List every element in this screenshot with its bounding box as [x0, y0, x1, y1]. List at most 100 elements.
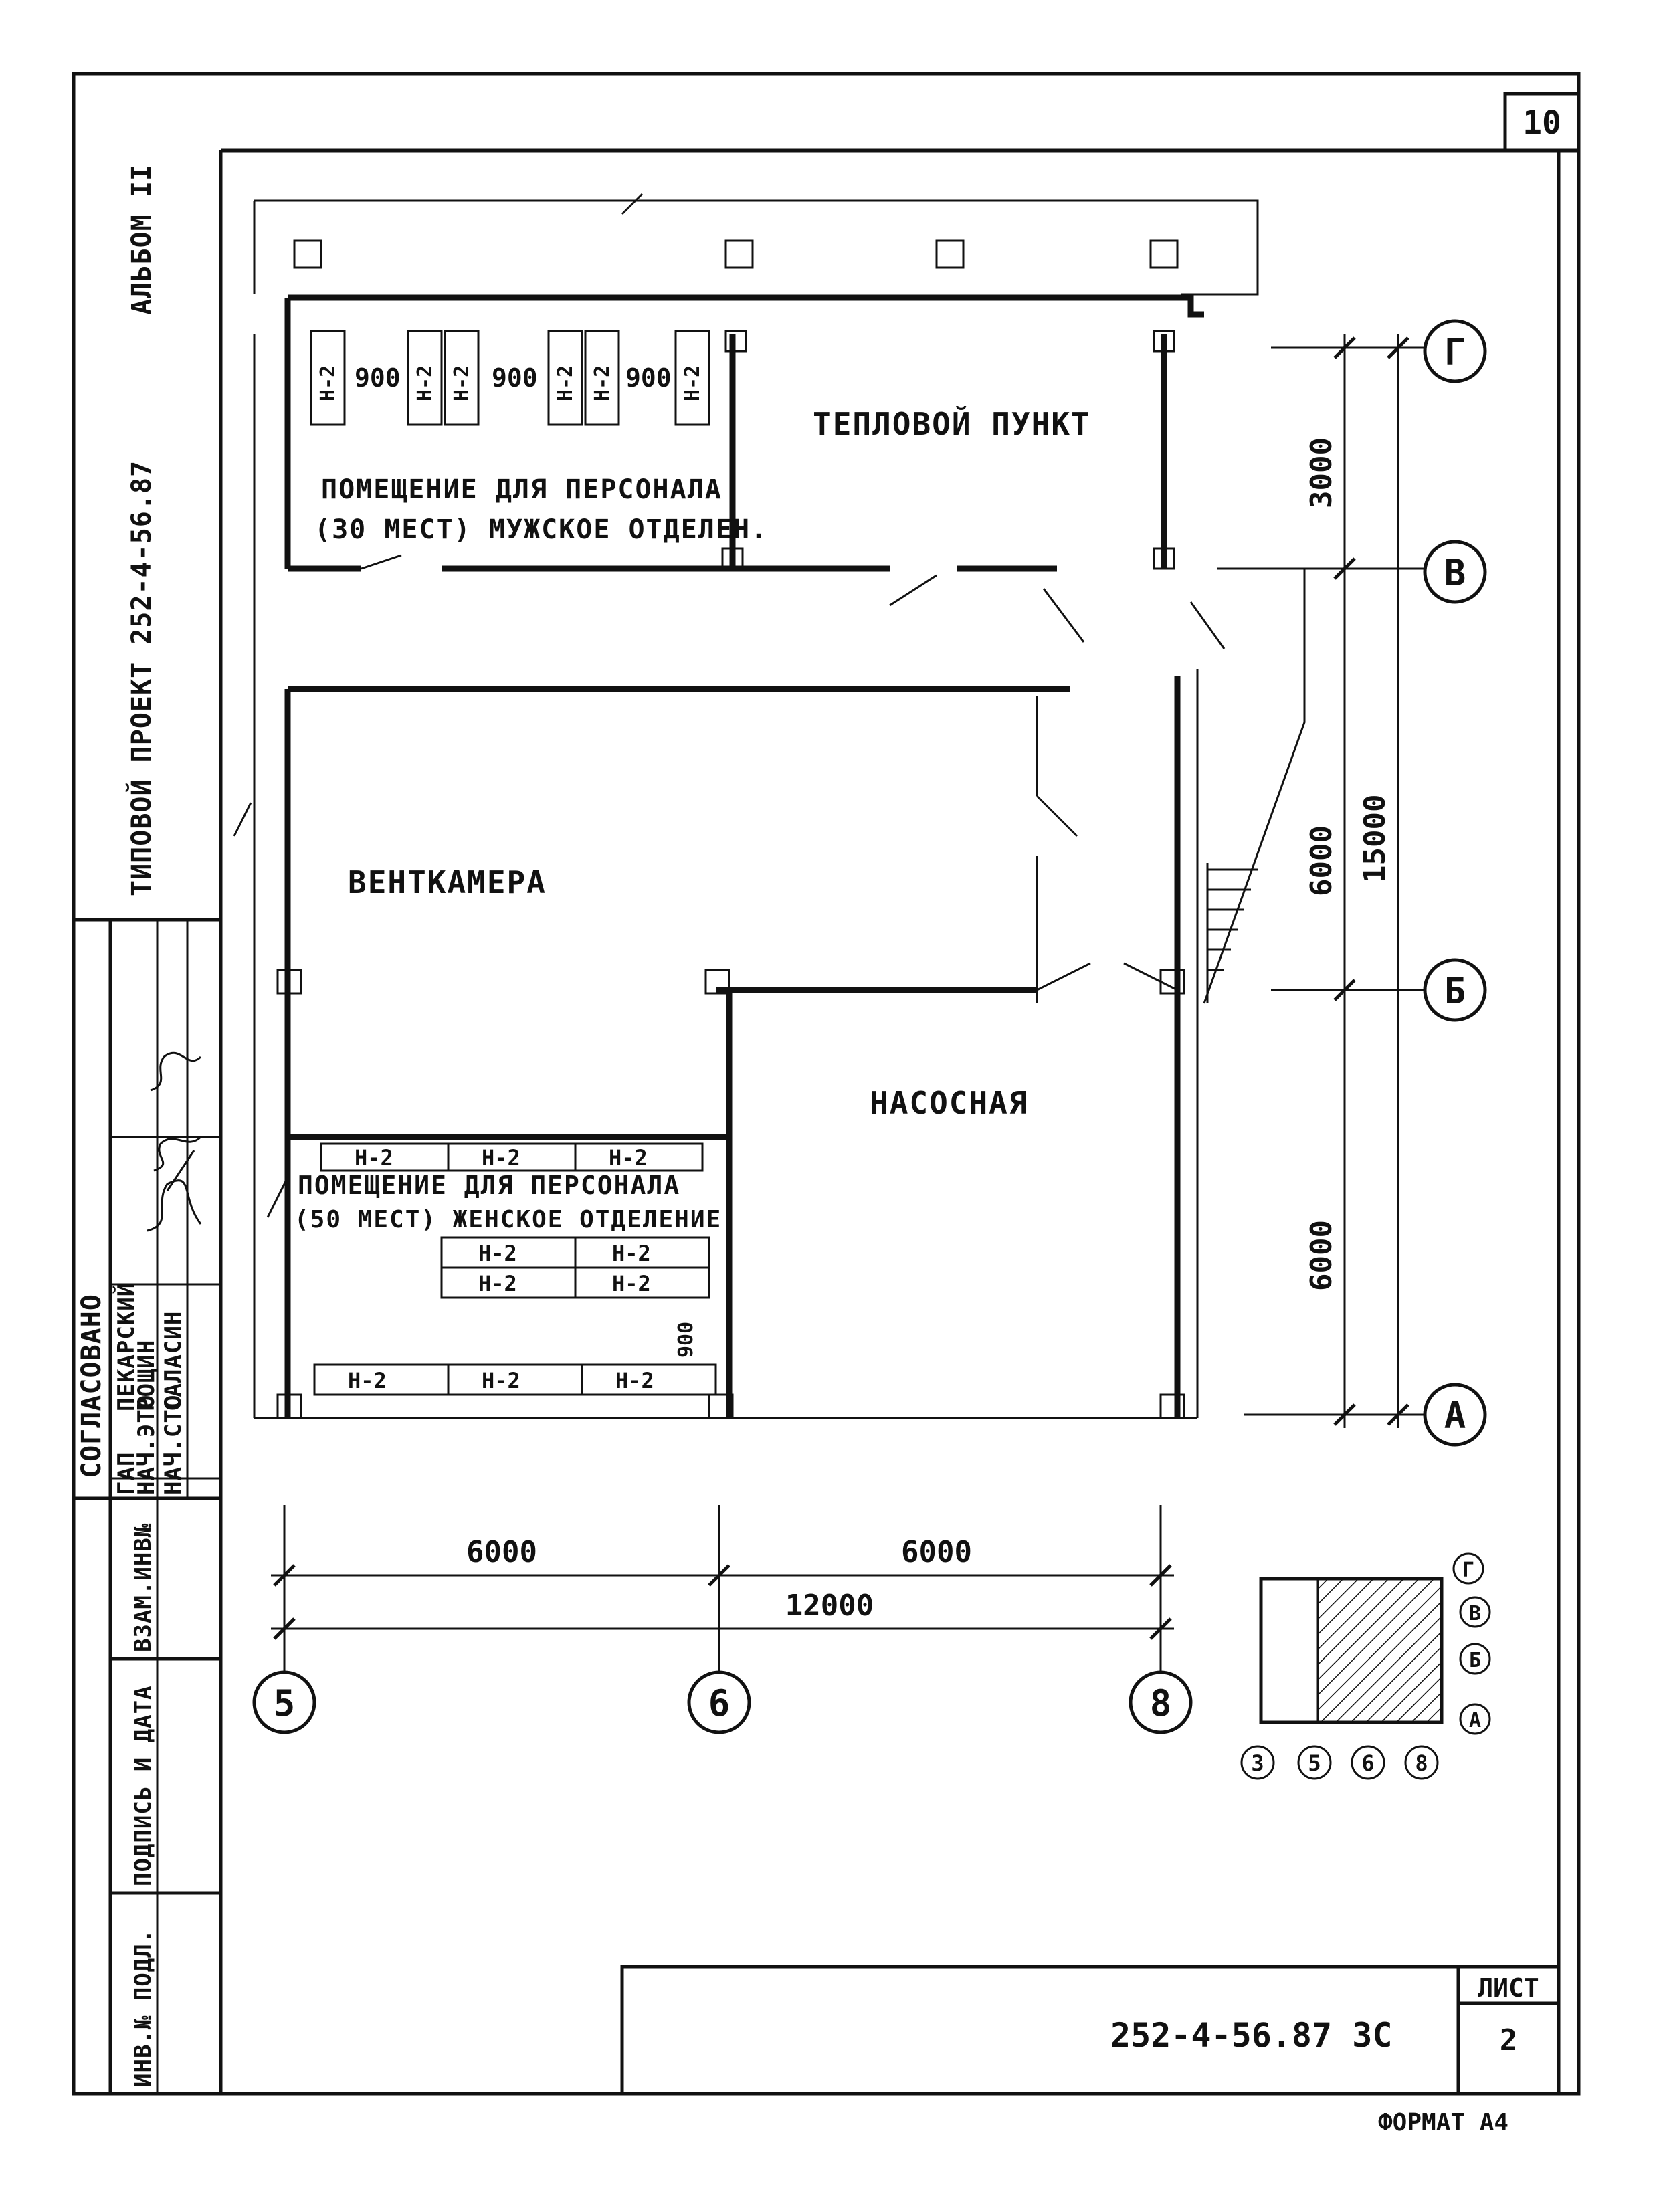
- equipment-cabinet: [310, 330, 346, 426]
- key-col-label: 8: [1415, 1750, 1428, 1776]
- key-col-label: 3: [1251, 1750, 1264, 1776]
- equipment-cabinet: [584, 330, 620, 426]
- equipment-cabinet: [407, 330, 443, 426]
- key-axis-bubble: [1459, 1643, 1491, 1675]
- equipment-label: Н-2: [316, 365, 340, 401]
- room-label-men-2: (30 МЕСТ) МУЖСКОЕ ОТДЕЛЕН.: [314, 514, 768, 545]
- column: [704, 969, 730, 995]
- axis-bubble-row: [1423, 1383, 1487, 1447]
- men-equipment-group: Н-2 Н-2 Н-2 Н-2 Н-2 Н-2 900 900 900: [310, 330, 710, 426]
- axis-bubble-row: [1423, 958, 1487, 1022]
- column: [1159, 969, 1185, 995]
- equipment-label: Н-2: [482, 1145, 520, 1171]
- key-axis-bubble: [1459, 1703, 1491, 1735]
- gap-dimension: 900: [674, 1322, 698, 1358]
- room-label-men-1: ПОМЕЩЕНИЕ ДЛЯ ПЕРСОНАЛА: [321, 474, 722, 505]
- column: [1153, 547, 1175, 570]
- equipment-cabinet: [674, 330, 710, 426]
- door-swing: [1036, 795, 1078, 837]
- key-row-label: В: [1469, 1602, 1481, 1625]
- key-axis-bubble: [1404, 1745, 1439, 1780]
- equipment-cabinet: [444, 330, 480, 426]
- equipment-cabinet: [547, 330, 583, 426]
- album-label: АЛЬБОМ II: [126, 164, 157, 315]
- dim-bottom-right: 6000: [901, 1535, 972, 1569]
- dim-right-total: 15000: [1358, 795, 1392, 883]
- approval-role: НАЧ.СТО: [160, 1395, 187, 1495]
- dim-tick: [273, 1617, 296, 1640]
- axis-label-row: В: [1444, 552, 1466, 594]
- axis-label-col: 6: [708, 1682, 730, 1724]
- stair: [1206, 863, 1258, 1003]
- outer-frame: [72, 72, 1581, 2096]
- axis-label-row: Б: [1444, 970, 1466, 1012]
- key-row-label: Г: [1462, 1559, 1474, 1582]
- door-swing: [361, 554, 402, 570]
- existing-wall: [254, 199, 1259, 296]
- approval-title: СОГЛАСОВАНО: [76, 1294, 107, 1478]
- room-label-women-2: (50 МЕСТ) ЖЕНСКОЕ ОТДЕЛЕНИЕ: [294, 1206, 722, 1233]
- break-mark: [233, 802, 252, 837]
- dim-tick: [1387, 1403, 1409, 1426]
- column: [276, 969, 302, 995]
- exterior-wall: [288, 294, 1204, 318]
- room-label-vent: ВЕНТКАМЕРА: [348, 864, 547, 900]
- dim-tick: [1149, 1564, 1172, 1587]
- axis-label-col: 5: [274, 1682, 296, 1724]
- equipment-label: Н-2: [482, 1368, 520, 1393]
- dim-right-bot: 6000: [1304, 1220, 1339, 1291]
- axis-label-row: А: [1444, 1395, 1466, 1437]
- drawing-code: 252-4-56.87 ЗС: [1110, 2016, 1392, 2055]
- gap-dimension: 900: [492, 363, 538, 393]
- equipment-cabinet: [581, 1363, 717, 1396]
- column: [1159, 1393, 1185, 1419]
- women-equipment-group: Н-2 Н-2 Н-2 Н-2 Н-2 Н-2 Н-2 Н-2 Н-2 Н-2 …: [313, 1142, 717, 1396]
- dim-right-top: 3000: [1304, 437, 1339, 508]
- axis-bubble-col: [1129, 1670, 1193, 1734]
- column: [1149, 239, 1179, 269]
- break-mark: [621, 193, 644, 215]
- column: [935, 239, 965, 269]
- signature: [147, 1150, 202, 1232]
- dim-tick: [1149, 1617, 1172, 1640]
- equipment-label: Н-2: [450, 365, 474, 401]
- room-label-heat: ТЕПЛОВОЙ ПУНКТ: [813, 406, 1091, 442]
- stamp-inv: ИНВ.№ ПОДЛ.: [130, 1929, 157, 2087]
- key-axis-bubble: [1351, 1745, 1385, 1780]
- equipment-label: Н-2: [478, 1241, 517, 1266]
- gap-dimension: 900: [625, 363, 672, 393]
- door-swing: [1042, 588, 1085, 643]
- dim-tick: [1333, 1403, 1356, 1426]
- dim-tick: [1333, 979, 1356, 1001]
- room-label-pump: НАСОСНАЯ: [870, 1085, 1029, 1121]
- axis-bubble-col: [687, 1670, 751, 1734]
- dim-tick: [708, 1564, 730, 1587]
- list-number: 2: [1500, 2023, 1518, 2057]
- key-row-label: А: [1469, 1709, 1481, 1732]
- key-plan: Г В Б А 3 5 6 8: [1240, 1552, 1491, 1780]
- signature: [150, 1051, 202, 1092]
- equipment-label: Н-2: [609, 1145, 648, 1171]
- dim-bottom-left: 6000: [466, 1535, 537, 1569]
- format-label: ФОРМАТ А4: [1378, 2109, 1508, 2136]
- door-swing: [1189, 601, 1226, 649]
- key-axis-bubble: [1452, 1552, 1484, 1585]
- approval-name: РОЩИН: [133, 1340, 160, 1411]
- list-label: ЛИСТ: [1478, 1973, 1539, 2003]
- equipment-label: Н-2: [348, 1368, 387, 1393]
- axis-bubble-row: [1423, 319, 1487, 383]
- column: [708, 1393, 734, 1419]
- axis-label-col: 8: [1150, 1682, 1172, 1724]
- equipment-label: Н-2: [413, 365, 437, 401]
- door-swing: [266, 1177, 289, 1218]
- key-axis-bubble: [1297, 1745, 1332, 1780]
- key-plan-hatched-area: [1316, 1577, 1443, 1724]
- axis-bubble-row: [1423, 540, 1487, 604]
- dim-tick: [1333, 557, 1356, 580]
- key-col-label: 6: [1361, 1750, 1374, 1776]
- door-swing: [1036, 962, 1091, 991]
- equipment-label: Н-2: [615, 1368, 654, 1393]
- dim-tick: [273, 1564, 296, 1587]
- key-col-label: 5: [1308, 1750, 1321, 1776]
